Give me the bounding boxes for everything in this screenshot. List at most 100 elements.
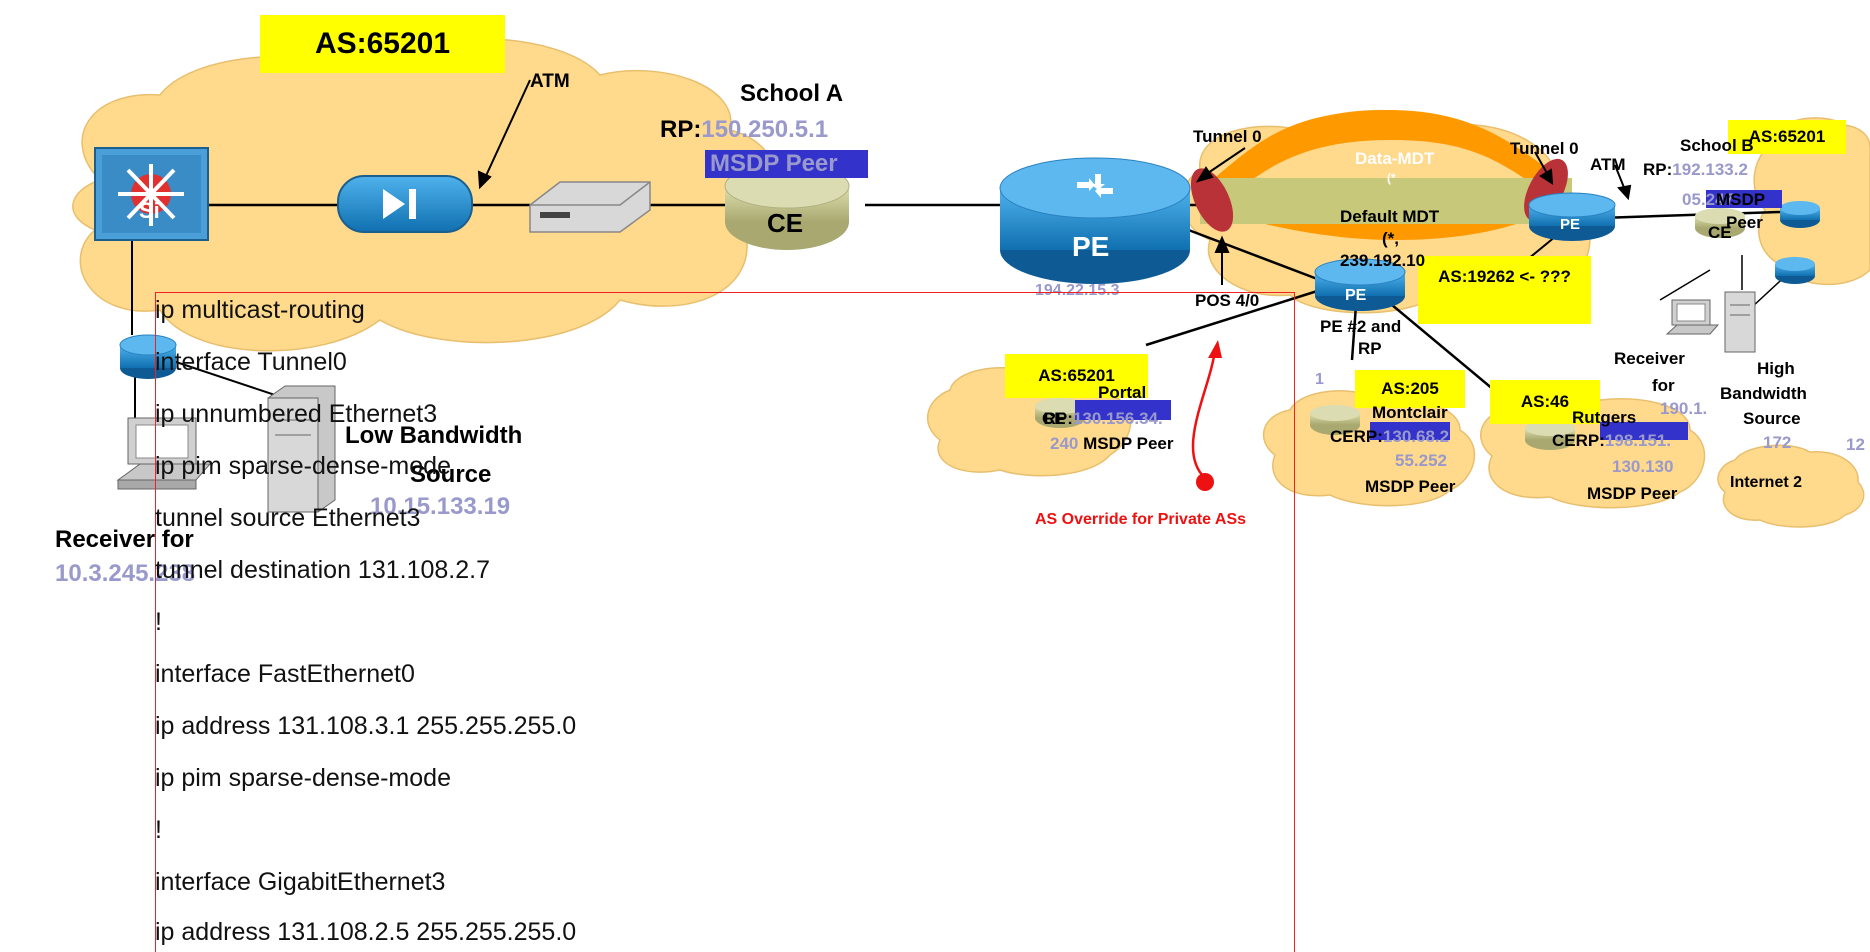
pe2-name2: RP bbox=[1358, 339, 1382, 358]
atm-right-label: ATM bbox=[1590, 155, 1626, 174]
school-b-title: School B bbox=[1680, 136, 1754, 155]
portal-line2: 240 MSDP Peer bbox=[1050, 435, 1174, 452]
pe2-router-icon bbox=[1314, 258, 1406, 311]
receiver-left-ip: 10.3.245.238 bbox=[55, 560, 196, 587]
ce-router-montclair-icon bbox=[1310, 405, 1360, 435]
config-line: ip pim sparse-dense-mode bbox=[155, 452, 451, 480]
school-b-rp-prefix: RP: bbox=[1643, 160, 1673, 179]
school-b-cloud bbox=[1753, 117, 1870, 286]
tunnel-right-label: Tunnel 0 bbox=[1510, 139, 1579, 158]
school-b-routers-icon bbox=[1775, 201, 1820, 284]
config-line: ip unnumbered Ethernet3 bbox=[155, 400, 438, 428]
low-bw-ip: 10.15.133.19 bbox=[370, 493, 511, 520]
as-label-transit: AS:19262 <- ??? bbox=[1418, 256, 1591, 324]
config-line: ! bbox=[155, 608, 162, 636]
rutgers-msdp: MSDP Peer bbox=[1587, 484, 1678, 503]
modem-icon bbox=[529, 181, 651, 233]
montclair-msdp-bar bbox=[1370, 422, 1450, 440]
low-bw-l1: Low Bandwidth bbox=[345, 422, 523, 449]
internet2-cloud bbox=[1717, 444, 1865, 528]
ce-router-school-b-icon bbox=[1695, 208, 1745, 238]
high-bw-l3: Source bbox=[1743, 409, 1801, 428]
default-mdt-sub: (*, bbox=[1382, 229, 1399, 248]
rutgers-rp: CERP:198.151. bbox=[1552, 432, 1671, 449]
montclair-name: Montclair bbox=[1372, 403, 1448, 422]
montclair-ce: CE bbox=[1330, 427, 1354, 446]
pe2-name: PE #2 and bbox=[1320, 317, 1402, 336]
as-label-montclair: AS:205 bbox=[1355, 370, 1465, 408]
config-line: ip multicast-routing bbox=[155, 296, 365, 324]
internet2-label: Internet 2 bbox=[1730, 474, 1803, 491]
switch-si-label: Si bbox=[139, 198, 160, 223]
high-bw-l1: High bbox=[1757, 359, 1795, 378]
rutgers-rp-prefix: RP: bbox=[1575, 431, 1605, 450]
rutgers-msdp-bar bbox=[1600, 422, 1688, 440]
config-line: ip pim sparse-dense-mode bbox=[155, 764, 451, 792]
montclair-msdp: MSDP Peer bbox=[1365, 477, 1456, 496]
rutgers-ce: CE bbox=[1552, 431, 1576, 450]
rutgers-rp-ip: 198.151. bbox=[1604, 431, 1672, 450]
school-b-msdp-bar bbox=[1706, 190, 1782, 208]
pe-router-school-b-icon bbox=[1528, 192, 1616, 241]
data-mdt-label: Data-MDT bbox=[1355, 149, 1435, 168]
rutgers-rp-more: 172 bbox=[1763, 433, 1792, 452]
school-b-rp-ip: 192.133.2 bbox=[1672, 160, 1748, 179]
label-arrows bbox=[477, 79, 1632, 285]
school-a-msdp-bar bbox=[705, 150, 868, 178]
pe2-ip-fragment: 1 bbox=[1315, 371, 1324, 388]
pos-label: POS 4/0 bbox=[1195, 291, 1260, 310]
config-box bbox=[155, 292, 1295, 952]
atm-left-label: ATM bbox=[530, 71, 570, 92]
high-bw-ip-tail: 12 bbox=[1846, 435, 1865, 454]
portal-name: Portal bbox=[1098, 383, 1147, 402]
receiver-right-ip: 190.1. bbox=[1660, 399, 1708, 418]
config-line: tunnel source Ethernet3 bbox=[155, 504, 421, 532]
config-line: interface FastEthernet0 bbox=[155, 660, 415, 688]
receiver-right-l1: Receiver bbox=[1614, 349, 1685, 368]
as-label-rutgers: AS:46 bbox=[1490, 380, 1600, 424]
low-bandwidth-server-icon bbox=[267, 385, 336, 513]
config-line: ! bbox=[155, 816, 162, 844]
portal-rp-ip: 130.156.34. bbox=[1072, 409, 1163, 428]
as-override-label: AS Override for Private ASs bbox=[1035, 511, 1247, 528]
multilayer-switch-icon bbox=[94, 147, 209, 241]
school-a-title: School A bbox=[740, 80, 844, 107]
school-a-rp-prefix: RP: bbox=[660, 116, 702, 143]
default-mdt-group: 239.192.10 bbox=[1340, 251, 1426, 270]
school-b-pe-label: PE bbox=[1560, 216, 1581, 233]
school-a-msdp-label: MSDP Peer bbox=[710, 150, 838, 177]
portal-rp: CERP:130.156.34. bbox=[1042, 410, 1163, 427]
config-line: ip address 131.108.3.1 255.255.255.0 bbox=[155, 712, 577, 740]
rutgers-rp-ip2: 130.130 bbox=[1612, 457, 1674, 476]
pe-main-label: PE bbox=[1072, 231, 1110, 262]
pe-main-ip: 194.22.15.3 bbox=[1035, 282, 1120, 299]
config-line: tunnel destination 131.108.2.7 bbox=[155, 556, 490, 584]
montclair-rp-prefix: RP: bbox=[1353, 427, 1383, 446]
as-label-transit-text: AS:19262 <- ??? bbox=[1438, 267, 1571, 286]
default-mdt-label: Default MDT bbox=[1340, 207, 1440, 226]
receiver-workstation-icon bbox=[116, 417, 212, 490]
mdt-tunnels bbox=[1190, 110, 1572, 240]
config-line: interface GigabitEthernet3 bbox=[155, 868, 446, 896]
school-a-rp-ip: 150.250.5.1 bbox=[701, 116, 829, 143]
pe-router-main-icon bbox=[999, 157, 1191, 284]
ce-router-rutgers-icon bbox=[1525, 420, 1575, 450]
config-line: interface Tunnel0 bbox=[155, 348, 347, 376]
ce-router-portal-icon bbox=[1035, 398, 1085, 428]
montclair-rp-ip2: 55.252 bbox=[1395, 451, 1447, 470]
school-b-msdp: MSDP bbox=[1716, 190, 1766, 209]
school-b-msdp2: Peer bbox=[1726, 213, 1763, 232]
config-line: ip address 131.108.2.5 255.255.255.0 bbox=[155, 918, 577, 946]
high-bw-l2: Bandwidth bbox=[1720, 384, 1807, 403]
as-label-portal: AS:65201 bbox=[1005, 354, 1148, 398]
edge-router-left-icon bbox=[119, 334, 177, 379]
school-b-ce-label: CE bbox=[1708, 223, 1732, 242]
school-b-rp-ip2: 05.247 bbox=[1682, 190, 1734, 209]
portal-rp-prefix: RP: bbox=[1043, 409, 1073, 428]
tunnel-left-label: Tunnel 0 bbox=[1193, 127, 1262, 146]
as-override-arrow bbox=[1191, 340, 1222, 491]
receiver-right-workstation-icon bbox=[1665, 299, 1720, 335]
portal-msdp-bar bbox=[1075, 400, 1171, 420]
school-a-ce-label: CE bbox=[767, 208, 804, 238]
data-mdt-sub: (* bbox=[1387, 171, 1396, 185]
